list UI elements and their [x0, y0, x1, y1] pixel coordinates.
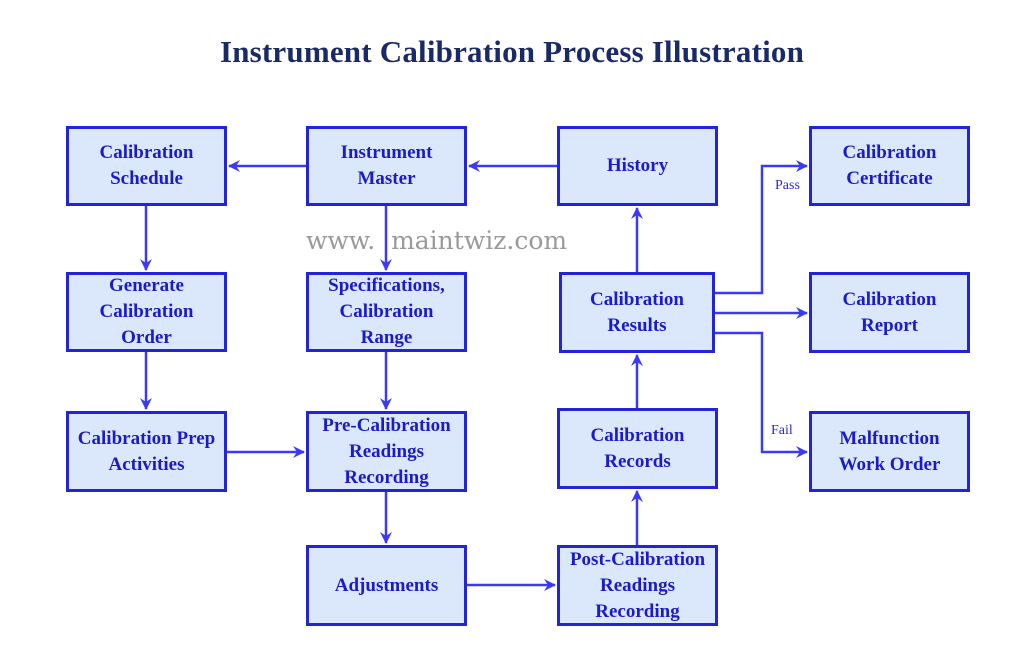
- node-label: Calibration Records: [590, 424, 685, 472]
- node-calibration-report[interactable]: Calibration Report: [809, 272, 970, 353]
- node-calibration-schedule[interactable]: Calibration Schedule: [66, 126, 227, 206]
- node-label: Calibration Certificate: [842, 142, 937, 189]
- node-label: Calibration Prep Activities: [77, 427, 216, 475]
- node-instrument-master[interactable]: Instrument Master: [306, 126, 467, 206]
- node-history[interactable]: History: [557, 126, 718, 206]
- node-label: Specifications, Calibration Range: [328, 275, 445, 348]
- node-label: Calibration Schedule: [99, 142, 194, 189]
- node-specifications-calibration-range[interactable]: Specifications, Calibration Range: [306, 272, 467, 352]
- watermark-text: www. maintwiz.com: [306, 226, 568, 255]
- node-label: Post-Calibration Readings Recording: [569, 548, 706, 622]
- node-generate-calibration-order[interactable]: Generate Calibration Order: [66, 272, 227, 352]
- node-malfunction-work-order[interactable]: Malfunction Work Order: [809, 411, 970, 492]
- node-calibration-prep-activities[interactable]: Calibration Prep Activities: [66, 411, 227, 492]
- node-label: History: [606, 155, 669, 176]
- edge-results-to-certificate-pass: [714, 160, 808, 295]
- node-label: Calibration Report: [842, 288, 937, 336]
- node-calibration-results[interactable]: Calibration Results: [559, 272, 715, 353]
- node-label: Malfunction Work Order: [838, 427, 941, 475]
- node-label: Adjustments: [334, 574, 439, 596]
- node-label: Generate Calibration Order: [99, 275, 194, 348]
- node-calibration-certificate[interactable]: Calibration Certificate: [809, 126, 970, 206]
- node-pre-calibration-readings-recording[interactable]: Pre-Calibration Readings Recording: [306, 411, 467, 492]
- edge-label-pass: Pass: [775, 178, 800, 193]
- node-calibration-records[interactable]: Calibration Records: [557, 408, 718, 489]
- node-adjustments[interactable]: Adjustments: [306, 545, 467, 626]
- edge-label-fail: Fail: [771, 423, 793, 438]
- node-label: Calibration Results: [590, 288, 684, 336]
- diagram-title: Instrument Calibration Process Illustrat…: [219, 34, 805, 69]
- node-post-calibration-readings-recording[interactable]: Post-Calibration Readings Recording: [557, 545, 718, 626]
- node-label: Pre-Calibration Readings Recording: [322, 414, 451, 488]
- edge-results-to-malfunction-fail: [714, 331, 808, 458]
- node-label: Instrument Master: [340, 142, 433, 189]
